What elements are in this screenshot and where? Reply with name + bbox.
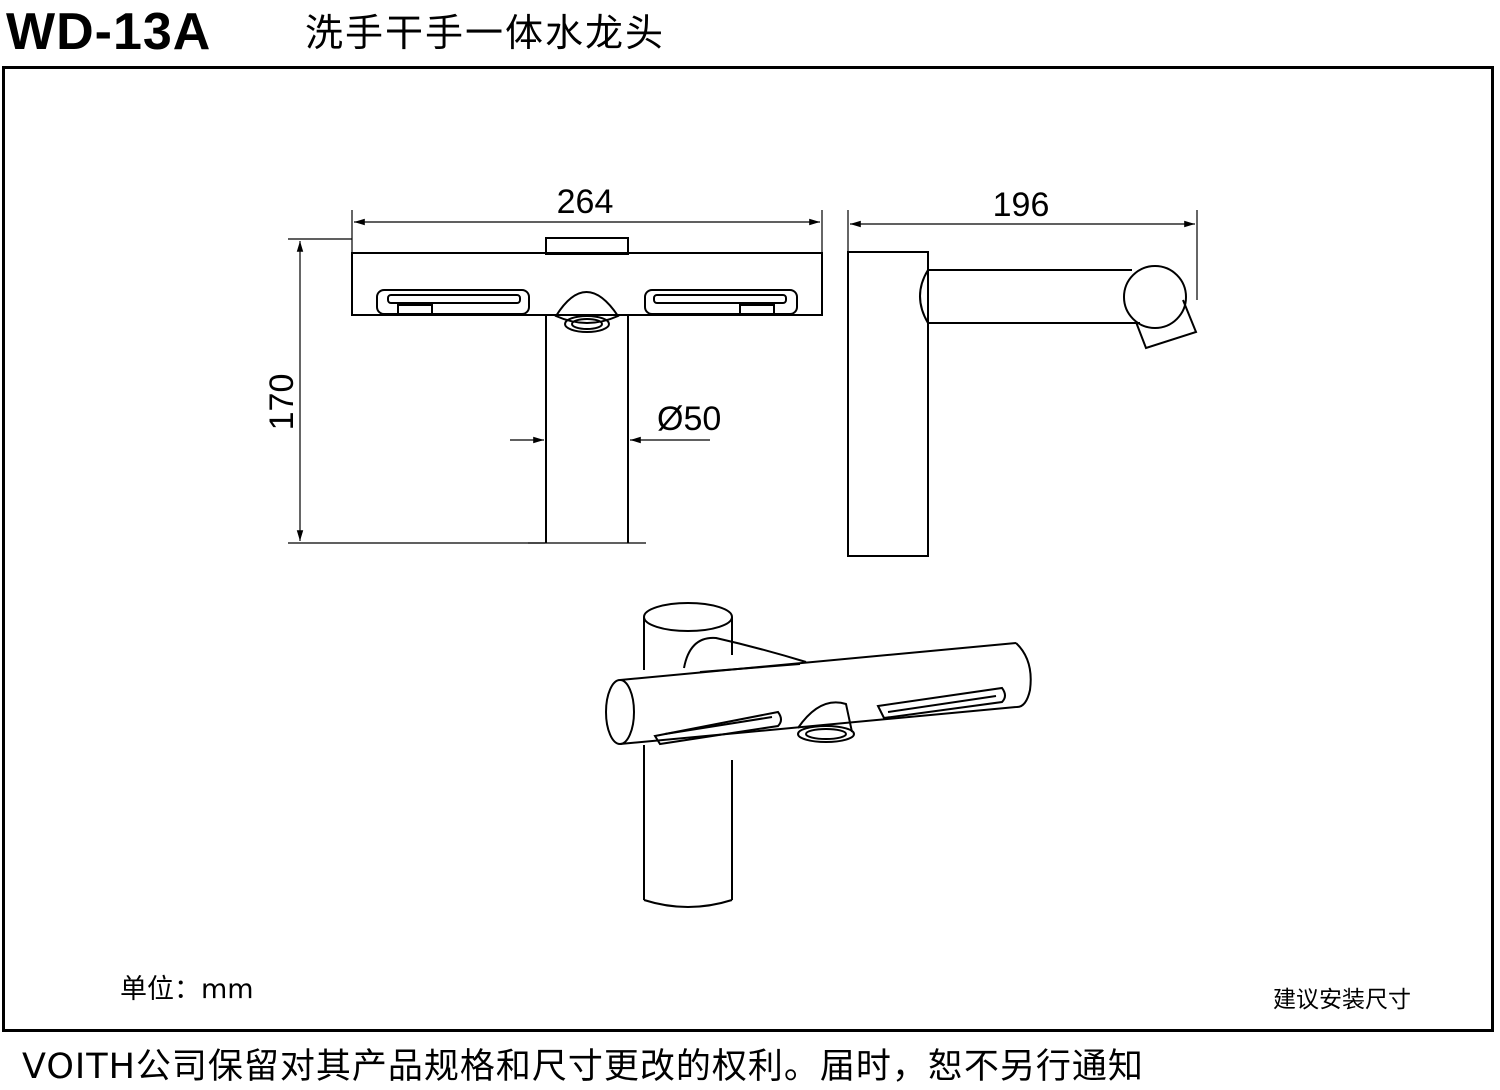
depth-dimension-label: 196 — [993, 186, 1050, 224]
side-view — [847, 210, 1198, 557]
diameter-dimension-label: Ø50 — [657, 400, 721, 438]
width-dimension-label: 264 — [557, 183, 614, 221]
unit-note: 单位：mm — [120, 974, 254, 1005]
isometric-view — [605, 602, 1032, 908]
height-dimension-label: 170 — [263, 374, 301, 431]
model-number: WD-13A — [6, 3, 212, 61]
drawing-frame — [2, 66, 1494, 1032]
product-title: 洗手干手一体水龙头 — [305, 11, 666, 55]
disclaimer-text: VOITH公司保留对其产品规格和尺寸更改的权利。届时，恕不另行通知 — [22, 1047, 1144, 1087]
front-view — [288, 210, 823, 544]
install-note: 建议安装尺寸 — [1273, 987, 1411, 1013]
